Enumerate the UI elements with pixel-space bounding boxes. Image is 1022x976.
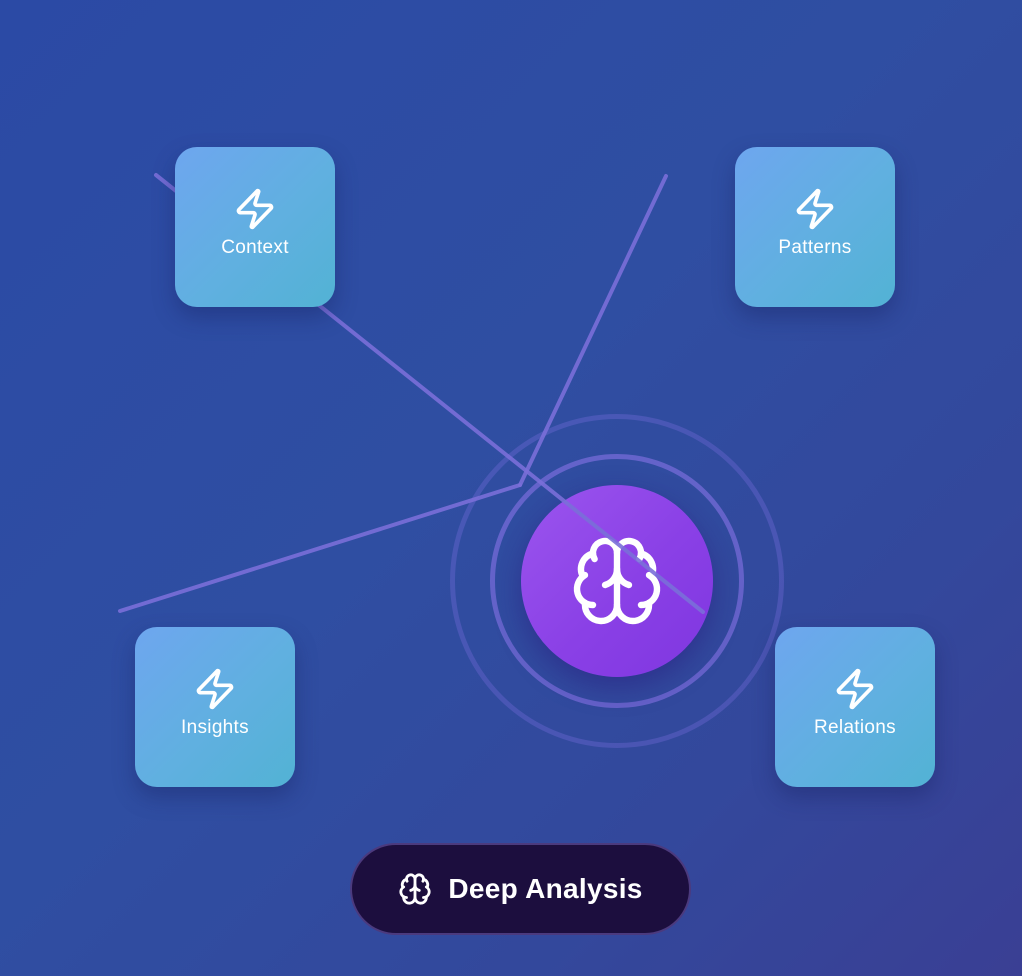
node-label: Patterns — [778, 237, 852, 258]
brain-icon — [573, 537, 661, 625]
lightning-icon — [196, 668, 234, 710]
node-relations[interactable]: Relations — [775, 627, 935, 787]
deep-analysis-button[interactable]: Deep Analysis — [350, 843, 691, 935]
node-insights[interactable]: Insights — [135, 627, 295, 787]
node-patterns[interactable]: Patterns — [735, 147, 895, 307]
lightning-icon — [796, 188, 834, 230]
node-label: Insights — [181, 717, 249, 738]
node-label: Context — [221, 237, 289, 258]
brain-core[interactable] — [521, 485, 713, 677]
node-context[interactable]: Context — [175, 147, 335, 307]
lightning-icon — [236, 188, 274, 230]
node-label: Relations — [814, 717, 896, 738]
deep-analysis-label: Deep Analysis — [448, 873, 643, 904]
lightning-icon — [836, 668, 874, 710]
brain-icon — [399, 873, 431, 905]
